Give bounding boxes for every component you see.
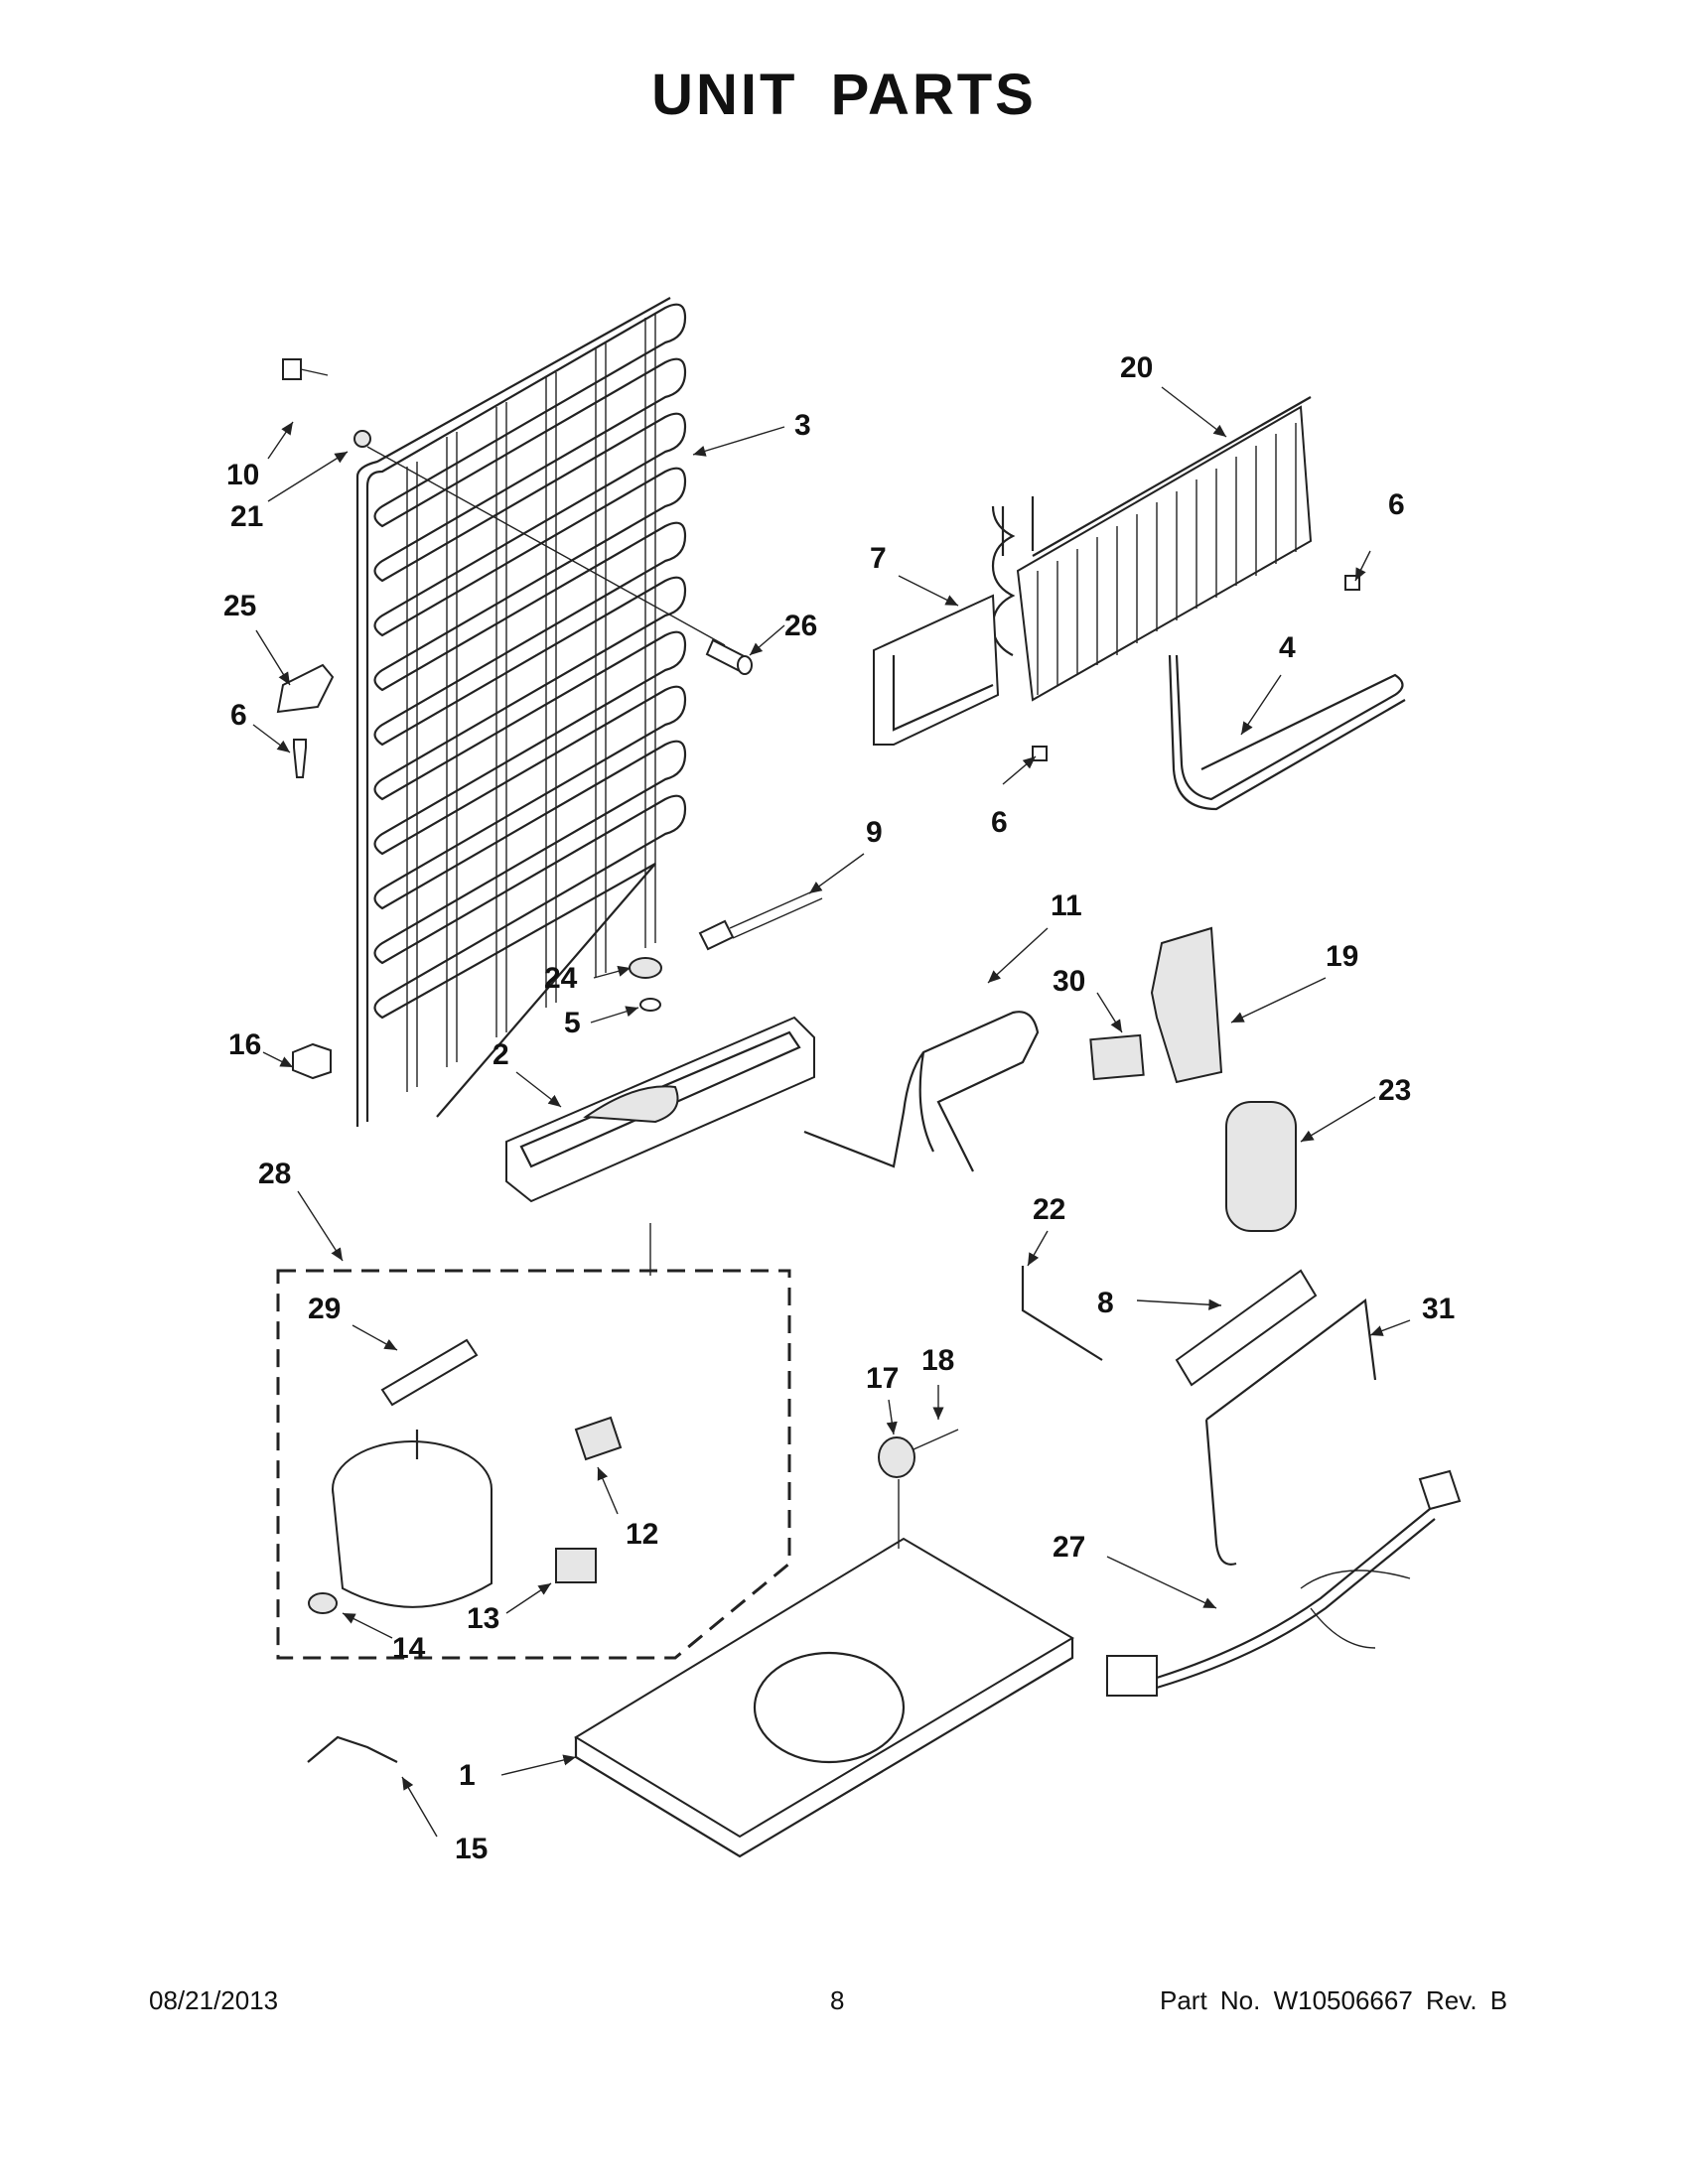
callout-2: 2 bbox=[492, 1038, 509, 1071]
callout-9: 9 bbox=[866, 816, 883, 849]
tube-insulation-8 bbox=[1175, 1269, 1318, 1387]
callout-19: 19 bbox=[1326, 940, 1358, 973]
callout-5: 5 bbox=[564, 1007, 581, 1039]
compressor bbox=[308, 1430, 492, 1614]
drain-pan-2 bbox=[505, 1016, 815, 1203]
insulation-23 bbox=[1225, 1101, 1297, 1232]
callout-4: 4 bbox=[1279, 631, 1296, 664]
nut-24 bbox=[629, 957, 662, 979]
callout-7: 7 bbox=[870, 542, 887, 575]
callout-26: 26 bbox=[784, 610, 817, 642]
callout-23: 23 bbox=[1378, 1074, 1411, 1107]
callout-27: 27 bbox=[1053, 1531, 1085, 1564]
callout-22: 22 bbox=[1033, 1193, 1065, 1226]
callout-15: 15 bbox=[455, 1833, 488, 1865]
washer-5 bbox=[639, 998, 661, 1012]
callout-28: 28 bbox=[258, 1158, 291, 1190]
callout-6-left: 6 bbox=[230, 699, 247, 732]
callout-29: 29 bbox=[308, 1293, 341, 1325]
callout-11: 11 bbox=[1051, 889, 1082, 922]
callout-13: 13 bbox=[467, 1602, 499, 1635]
callout-labels: 1 2 3 4 5 6 6 6 7 8 9 10 11 12 13 14 15 … bbox=[223, 351, 1455, 1865]
callout-31: 31 bbox=[1422, 1293, 1455, 1325]
clip-16 bbox=[292, 1042, 332, 1080]
screw-10 bbox=[282, 358, 371, 448]
tube-11 bbox=[803, 1011, 1040, 1172]
screw-18 bbox=[913, 1429, 959, 1450]
callout-10: 10 bbox=[226, 459, 259, 491]
callout-12: 12 bbox=[626, 1518, 658, 1551]
clip-15 bbox=[307, 1735, 398, 1763]
capacitor-13 bbox=[555, 1548, 597, 1583]
insulation-19 bbox=[1150, 926, 1223, 1084]
gasket-30 bbox=[1089, 1033, 1145, 1081]
footer-part-number: Part No. W10506667 Rev. B bbox=[1160, 1985, 1508, 2015]
footer-page-number: 8 bbox=[830, 1985, 845, 2015]
callout-6-right: 6 bbox=[1388, 488, 1405, 521]
callout-1: 1 bbox=[459, 1759, 476, 1792]
evaporator-20 bbox=[873, 396, 1360, 761]
callout-16: 16 bbox=[228, 1028, 261, 1061]
spacer-26 bbox=[705, 638, 753, 675]
condenser-coil bbox=[355, 297, 726, 1127]
sensor-9 bbox=[698, 887, 823, 951]
tube-31 bbox=[1204, 1297, 1377, 1566]
defrost-heater-4 bbox=[1168, 654, 1406, 811]
footer-date: 08/21/2013 bbox=[149, 1985, 279, 2015]
grommet-17 bbox=[878, 1436, 915, 1478]
leader-lines bbox=[252, 386, 1411, 1838]
callout-14: 14 bbox=[392, 1632, 426, 1665]
callout-6-bottom: 6 bbox=[991, 806, 1008, 839]
compressor-assembly-28-box bbox=[276, 1269, 791, 1660]
dryer-29 bbox=[380, 1338, 479, 1407]
callout-18: 18 bbox=[921, 1344, 954, 1377]
callout-30: 30 bbox=[1053, 965, 1085, 998]
callout-25: 25 bbox=[223, 590, 256, 622]
base-pan-1 bbox=[574, 1537, 1074, 1858]
tube-22 bbox=[1021, 1266, 1103, 1361]
page-title: UNIT PARTS bbox=[651, 63, 1037, 127]
callout-3: 3 bbox=[794, 409, 811, 442]
bracket-25 bbox=[276, 663, 335, 778]
callout-21: 21 bbox=[230, 500, 263, 533]
callout-8: 8 bbox=[1097, 1287, 1114, 1319]
callout-24: 24 bbox=[544, 962, 578, 995]
callout-20: 20 bbox=[1120, 351, 1153, 384]
callout-17: 17 bbox=[866, 1362, 899, 1395]
relay-12 bbox=[574, 1416, 623, 1461]
wire-harness-27 bbox=[1106, 1469, 1462, 1697]
